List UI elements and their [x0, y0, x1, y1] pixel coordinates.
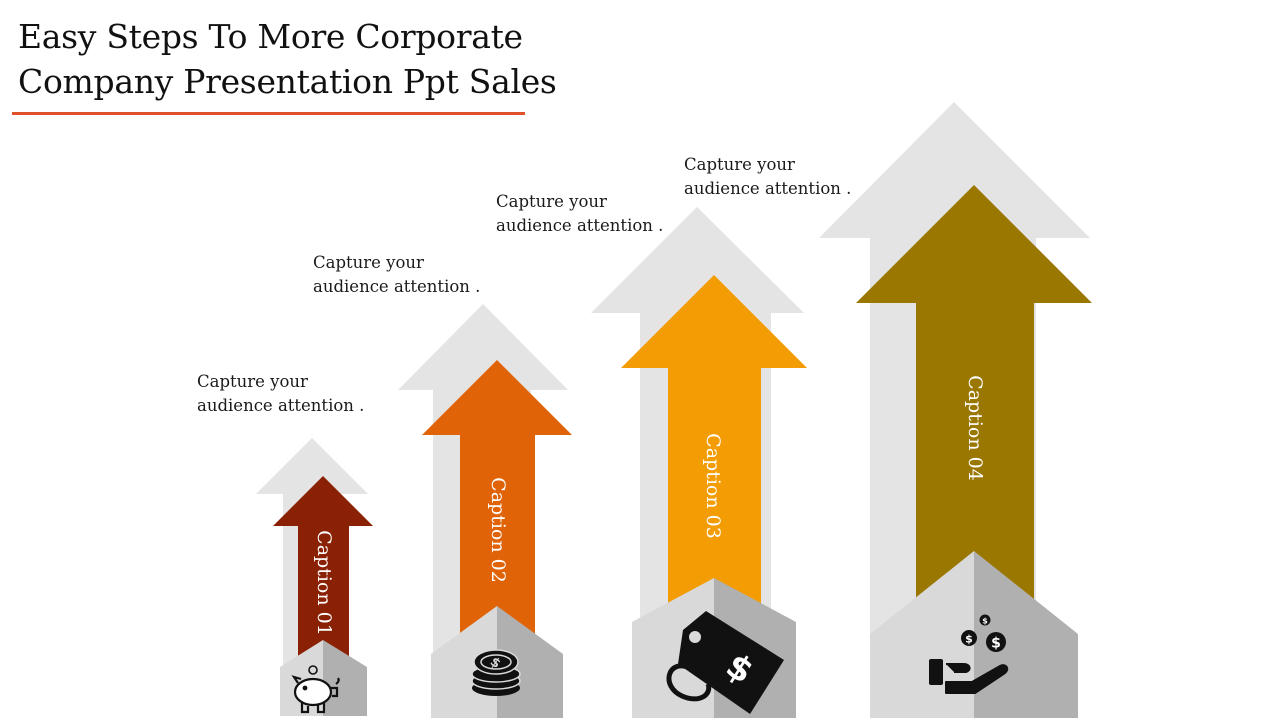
step-note-3: Capture your audience attention . — [496, 190, 663, 238]
svg-text:$: $ — [965, 633, 973, 646]
hand-coins-icon: $ $ $ — [929, 614, 1009, 694]
note-4-line-1: Capture your — [684, 155, 795, 174]
caption-03: Caption 03 — [702, 433, 724, 539]
base-step-4-left — [870, 551, 974, 718]
caption-04: Caption 04 — [964, 375, 986, 481]
step-note-2: Capture your audience attention . — [313, 251, 480, 299]
note-4-line-2: audience attention . — [684, 179, 852, 198]
svg-text:$: $ — [982, 617, 988, 626]
arrow-step-1 — [273, 476, 373, 668]
step-note-4: Capture your audience attention . — [684, 153, 851, 201]
note-1-line-2: audience attention . — [197, 396, 365, 415]
arrow-step-3 — [621, 275, 807, 620]
note-2-line-1: Capture your — [313, 253, 424, 272]
caption-01: Caption 01 — [313, 530, 335, 636]
slide-title: Easy Steps To More Corporate Company Pre… — [18, 14, 557, 104]
colored-arrows — [273, 185, 1092, 668]
title-line-2: Company Presentation Ppt Sales — [18, 62, 557, 101]
note-3-line-1: Capture your — [496, 192, 607, 211]
caption-02: Caption 02 — [487, 477, 509, 583]
note-2-line-2: audience attention . — [313, 277, 481, 296]
arrow-step-2 — [422, 360, 572, 640]
price-tag-icon: $ — [666, 611, 784, 714]
note-1-line-1: Capture your — [197, 372, 308, 391]
title-underline — [12, 112, 525, 115]
coin-stack-icon: $ — [471, 649, 521, 696]
base-step-3-left — [632, 578, 714, 718]
arrow-step-4 — [856, 185, 1092, 600]
step-note-1: Capture your audience attention . — [197, 370, 364, 418]
title-line-1: Easy Steps To More Corporate — [18, 17, 523, 56]
piggy-bank-icon — [291, 665, 340, 714]
svg-text:$: $ — [991, 636, 1001, 652]
note-3-line-2: audience attention . — [496, 216, 664, 235]
